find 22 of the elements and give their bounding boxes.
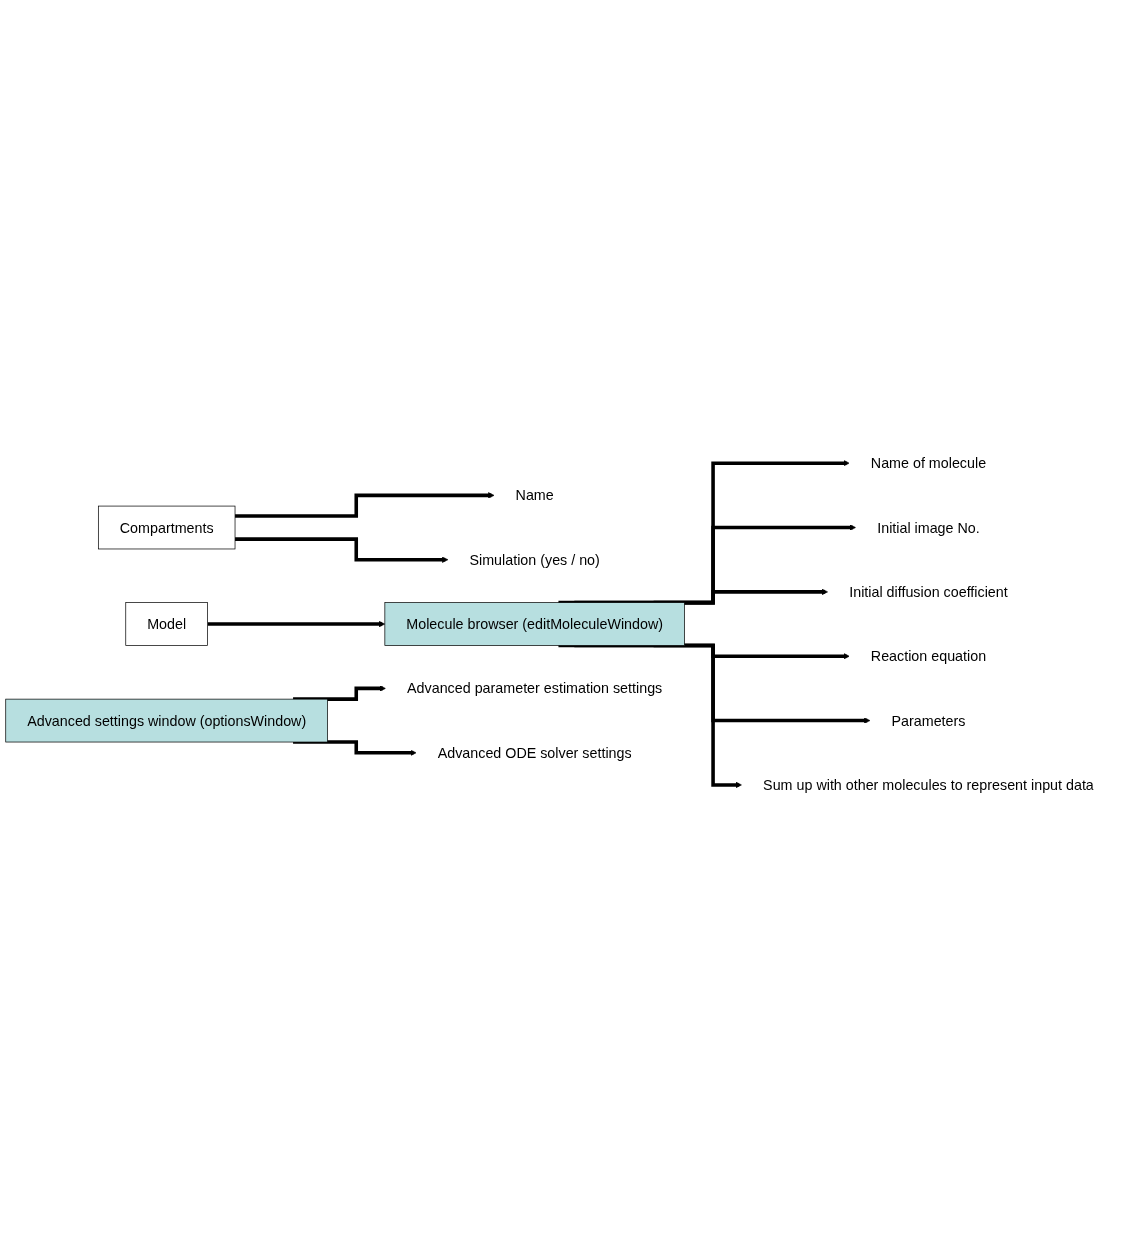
arrow — [235, 537, 449, 564]
arrow — [235, 492, 495, 519]
node-box: Compartments — [98, 506, 236, 550]
arrow — [653, 589, 829, 605]
node-text: Initial diffusion coefficient — [849, 584, 1008, 601]
node-text: Advanced parameter estimation settings — [407, 680, 663, 697]
node-text: Parameters — [891, 713, 966, 729]
node-box: Model — [125, 602, 208, 647]
arrow — [558, 644, 742, 789]
arrow — [558, 460, 850, 605]
arrow — [293, 685, 386, 702]
node-text: Sum up with other molecules to represent input data — [763, 777, 1094, 794]
node-box: Advanced settings window (optionsWindow) — [5, 699, 328, 743]
node-text: Reaction equation — [870, 648, 987, 665]
node-text: Simulation (yes / no) — [469, 552, 600, 568]
node-text: Initial image No. — [877, 520, 980, 536]
node-text: Name of molecule — [870, 455, 987, 472]
arrow — [207, 621, 386, 628]
node-box: Molecule browser (editMoleculeWindow) — [384, 602, 685, 647]
node-text: Advanced ODE solver settings — [437, 745, 632, 762]
arrow — [574, 524, 857, 605]
node-text: Name — [515, 487, 554, 504]
